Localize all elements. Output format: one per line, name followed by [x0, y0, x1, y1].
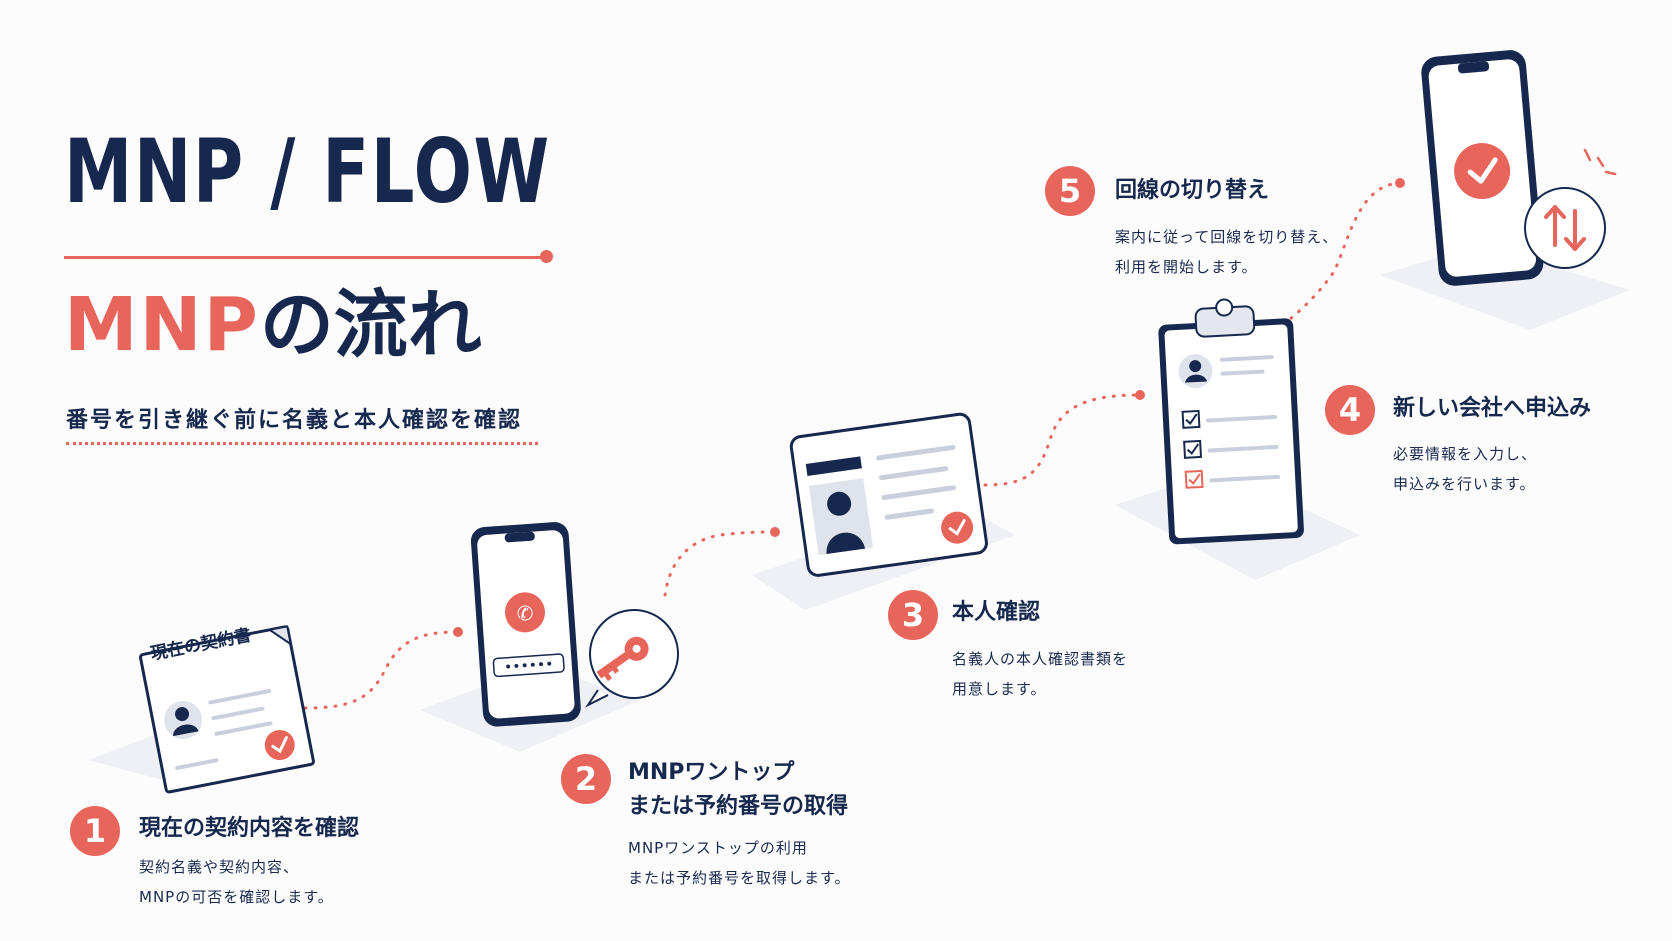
- connector-end-dots: [453, 178, 1405, 637]
- title-divider-dot: [540, 250, 553, 263]
- step-3-number: 3: [888, 590, 938, 640]
- step-2-desc-line1: MNPワンストップの利用: [628, 839, 808, 857]
- step-2-desc-line2: または予約番号を取得します。: [628, 869, 851, 887]
- subtitle: 番号を引き継ぐ前に名義と本人確認を確認: [66, 408, 523, 433]
- step-2-title-line1: MNPワントップ: [628, 760, 795, 785]
- step-5-number: 5: [1045, 166, 1095, 216]
- subtitle-dotted-rule: [66, 442, 538, 445]
- step-1-title: 現在の契約内容を確認: [139, 816, 360, 841]
- title-japanese: MNPの流れ: [64, 288, 482, 362]
- title-japanese-rest: の流れ: [259, 282, 482, 368]
- step-2-title-line2: または予約番号の取得: [628, 794, 849, 819]
- smartphone-switch-icon: [1380, 50, 1630, 330]
- smartphone-key-icon: ✆ ••••••: [420, 522, 679, 752]
- step-4-title: 新しい会社へ申込み: [1393, 396, 1592, 421]
- step-5-title: 回線の切り替え: [1115, 178, 1270, 203]
- contract-document-icon: [88, 625, 315, 794]
- step-4-number: 4: [1325, 385, 1375, 435]
- id-card-icon: [752, 412, 1015, 610]
- step-4-desc-line1: 必要情報を入力し、: [1393, 445, 1538, 463]
- svg-text:✆: ✆: [516, 601, 534, 626]
- step-5-desc-line1: 案内に従って回線を切り替え、: [1115, 228, 1339, 246]
- step-3-desc-line1: 名義人の本人確認書類を: [952, 650, 1129, 668]
- step-1-desc-line1: 契約名義や契約内容、: [139, 858, 300, 876]
- step-4-desc-line2: 申込みを行います。: [1393, 475, 1536, 493]
- title-english: MNP / FLOW: [64, 120, 551, 223]
- step-1-number: 1: [70, 806, 120, 856]
- step-3-desc-line2: 用意します。: [952, 680, 1047, 698]
- flow-connector-lines: [303, 181, 1402, 710]
- step-3-title: 本人確認: [952, 600, 1041, 625]
- clipboard-checklist-icon: [1115, 298, 1360, 580]
- step-2-number: 2: [561, 754, 611, 804]
- svg-text:••••••: ••••••: [504, 657, 555, 676]
- title-divider: [64, 256, 542, 259]
- step-1-desc-line2: MNPの可否を確認します。: [139, 888, 334, 906]
- step-5-desc-line2: 利用を開始します。: [1115, 258, 1258, 276]
- title-japanese-accent: MNP: [64, 282, 260, 368]
